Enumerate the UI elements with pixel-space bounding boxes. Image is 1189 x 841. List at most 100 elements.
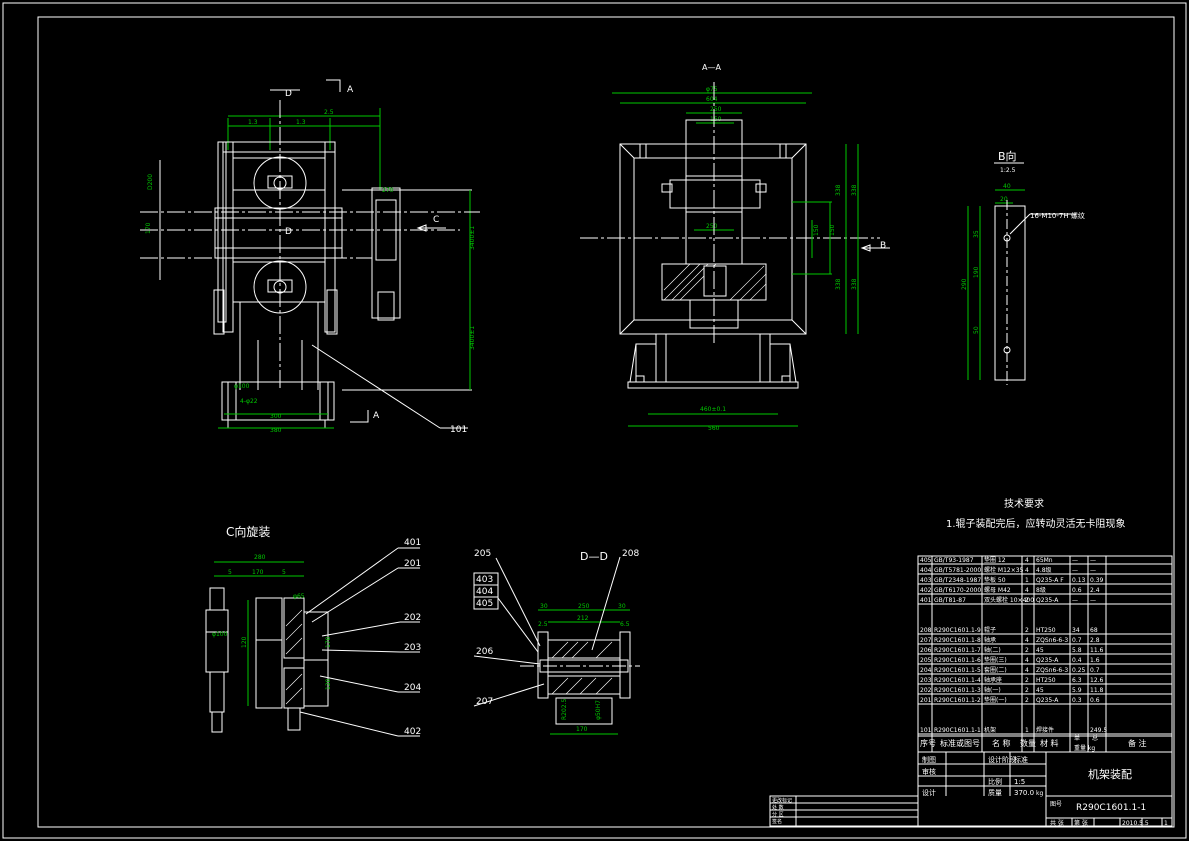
bom-cell-code: R290C1601.1-3 xyxy=(934,687,981,694)
bom-cell-name: 机架 xyxy=(984,726,996,734)
leader-label-205: 205 xyxy=(474,549,491,559)
bom-cell-name: 螺母 M42 xyxy=(984,586,1011,594)
title-label-mass: 质量 xyxy=(988,788,1002,797)
bom-cell-w2: — xyxy=(1090,597,1096,604)
svg-text:338: 338 xyxy=(835,278,842,290)
svg-text:338: 338 xyxy=(851,278,858,290)
leader-label-403: 403 xyxy=(476,575,493,585)
bom-cell-no: 405 xyxy=(920,557,932,564)
svg-text:D200: D200 xyxy=(147,174,154,190)
view-b-title: B向 xyxy=(998,149,1017,163)
svg-text:50: 50 xyxy=(973,326,980,334)
bom-cell-material: HT250 xyxy=(1036,627,1056,634)
title-row-design: 设计 xyxy=(922,788,936,797)
bom-cell-w2: 0.7 xyxy=(1090,667,1100,674)
tech-requirements-title: 技术要求 xyxy=(1004,497,1044,510)
svg-text:170: 170 xyxy=(145,222,152,234)
leader-label-201: 201 xyxy=(404,559,421,569)
bom-cell-no: 201 xyxy=(920,697,932,704)
bom-cell-qty: 4 xyxy=(1025,637,1029,644)
bom-cell-code: R290C1601.1-7 xyxy=(934,647,981,654)
bom-cell-qty: 2 xyxy=(1025,597,1029,604)
bom-cell-material: 4.8级 xyxy=(1036,566,1052,574)
bom-cell-material: ZQSn6-6-3 xyxy=(1036,637,1068,644)
bom-cell-no: 402 xyxy=(920,587,932,594)
bom-header-weight: 重量 kg xyxy=(1074,744,1095,752)
leader-label-207: 207 xyxy=(476,697,493,707)
svg-text:30: 30 xyxy=(618,603,626,610)
change-sign-label: 签名 xyxy=(772,818,782,825)
leader-label-202: 202 xyxy=(404,613,421,623)
svg-text:290: 290 xyxy=(961,278,968,290)
bom-cell-material: Q235-A xyxy=(1036,597,1059,604)
bom-cell-w2: 0.39 xyxy=(1090,577,1104,584)
bom-cell-w2: 249.5 xyxy=(1090,727,1107,734)
bom-cell-no: 401 xyxy=(920,597,932,604)
bom-cell-w1: 0.6 xyxy=(1072,587,1082,594)
svg-text:6.5: 6.5 xyxy=(620,621,630,628)
leader-label-405: 405 xyxy=(476,599,493,609)
bom-cell-w2: 2.4 xyxy=(1090,587,1100,594)
svg-text:φ100: φ100 xyxy=(234,383,250,390)
title-scale-value: 1:5 xyxy=(1014,778,1025,786)
bom-cell-code: R290C1601.1-1 xyxy=(934,727,981,734)
bom-cell-w2: — xyxy=(1090,557,1096,564)
section-label-a-top: A xyxy=(347,85,354,95)
bom-cell-no: 205 xyxy=(920,657,932,664)
svg-text:φ65: φ65 xyxy=(293,593,305,600)
svg-text:280: 280 xyxy=(254,554,266,561)
leader-label-203: 203 xyxy=(404,643,421,653)
bom-cell-name: 双头螺栓 10×400 xyxy=(984,596,1034,604)
title-label-scale: 比例 xyxy=(988,777,1002,786)
change-zone-label: 分 区 xyxy=(772,811,784,818)
svg-text:120: 120 xyxy=(241,636,248,648)
bom-cell-name: 辊子 xyxy=(984,626,996,634)
svg-text:604: 604 xyxy=(706,96,718,103)
bom-cell-w1: 5.8 xyxy=(1072,647,1082,654)
view-arrow-b: B xyxy=(880,241,886,251)
svg-text:R202.5: R202.5 xyxy=(561,698,568,720)
bom-cell-code: GB/T5781-2000 xyxy=(934,567,981,574)
section-dd-title: D—D xyxy=(580,550,608,563)
bom-cell-w1: — xyxy=(1072,557,1078,564)
svg-text:2.5: 2.5 xyxy=(324,109,334,116)
leader-label-401: 401 xyxy=(404,538,421,548)
bom-cell-code: R290C1601.1-4 xyxy=(934,677,981,684)
view-b-thread-note: 16-M10-7H 螺纹 xyxy=(1030,211,1085,220)
title-label-standard: 标准 xyxy=(1014,755,1028,764)
svg-text:1.3: 1.3 xyxy=(248,119,258,126)
svg-text:35: 35 xyxy=(973,230,980,238)
bom-cell-material: HT250 xyxy=(1036,677,1056,684)
bom-cell-w1: 0.4 xyxy=(1072,657,1082,664)
bom-cell-code: R290C1601.1-9 xyxy=(934,627,981,634)
inner-border xyxy=(37,16,1175,828)
drawing-title: 机架装配 xyxy=(1088,767,1132,781)
bom-cell-w2: 11.6 xyxy=(1090,647,1104,654)
bom-cell-w1: 0.7 xyxy=(1072,637,1082,644)
bom-cell-w1: 0.3 xyxy=(1072,697,1082,704)
bom-cell-name: 轴(一) xyxy=(984,686,1001,694)
bom-cell-code: R290C1601.1-8 xyxy=(934,637,981,644)
bom-cell-material: Q235-A xyxy=(1036,697,1059,704)
view-arrow-c: C xyxy=(433,215,439,225)
bom-cell-material: Q235-A F xyxy=(1036,577,1064,584)
bom-cell-material: Q235-A xyxy=(1036,657,1059,664)
leader-label-208: 208 xyxy=(622,549,639,559)
svg-text:4-φ22: 4-φ22 xyxy=(240,398,258,405)
bom-cell-material: 45 xyxy=(1036,687,1044,694)
svg-text:270: 270 xyxy=(382,187,394,194)
bom-cell-w1: 0.13 xyxy=(1072,577,1086,584)
bom-cell-w2: 11.8 xyxy=(1090,687,1104,694)
bom-cell-qty: 4 xyxy=(1025,587,1029,594)
bom-cell-material: 65Mn xyxy=(1036,557,1053,564)
view-b: B向 1:2.5 40 20 290 35 190 50 16-M10-7H 螺… xyxy=(961,149,1085,385)
bom-cell-name: 轴承 xyxy=(984,636,996,644)
bom-cell-qty: 2 xyxy=(1025,677,1029,684)
svg-text:φ75: φ75 xyxy=(706,86,718,93)
bom-cell-w1: 5.9 xyxy=(1072,687,1082,694)
bom-cell-code: GB/T2348-1987 xyxy=(934,577,981,584)
svg-text:20: 20 xyxy=(1000,196,1008,203)
